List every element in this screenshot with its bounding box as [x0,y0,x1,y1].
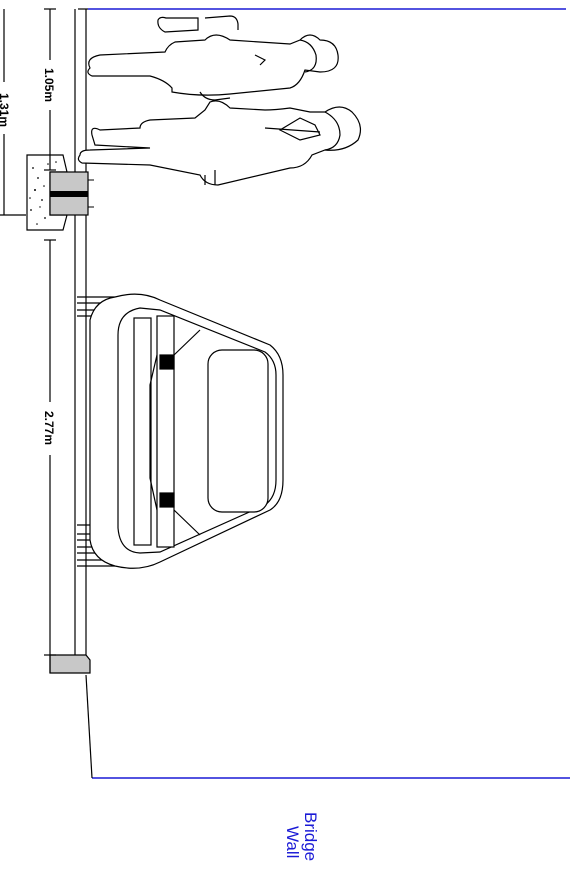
dimension-line-top [44,8,56,171]
bottom-curb [49,654,91,674]
pedestrian-woman [87,15,339,101]
car-drawing [77,293,284,569]
pedestrian-man [77,100,362,186]
dimension-label-road: 2.77m [42,411,56,445]
bridge-wall-label-line2: Wall [283,826,302,858]
sidewalk-block [26,154,94,231]
bridge-wall-label-line1: Bridge [301,812,320,861]
dimension-label-side: 1.31m [0,93,11,127]
dimension-line-road [44,239,56,656]
dimension-label-top: 1.05m [42,68,56,102]
dimension-line-side [0,9,26,216]
deck-structure [74,8,93,779]
